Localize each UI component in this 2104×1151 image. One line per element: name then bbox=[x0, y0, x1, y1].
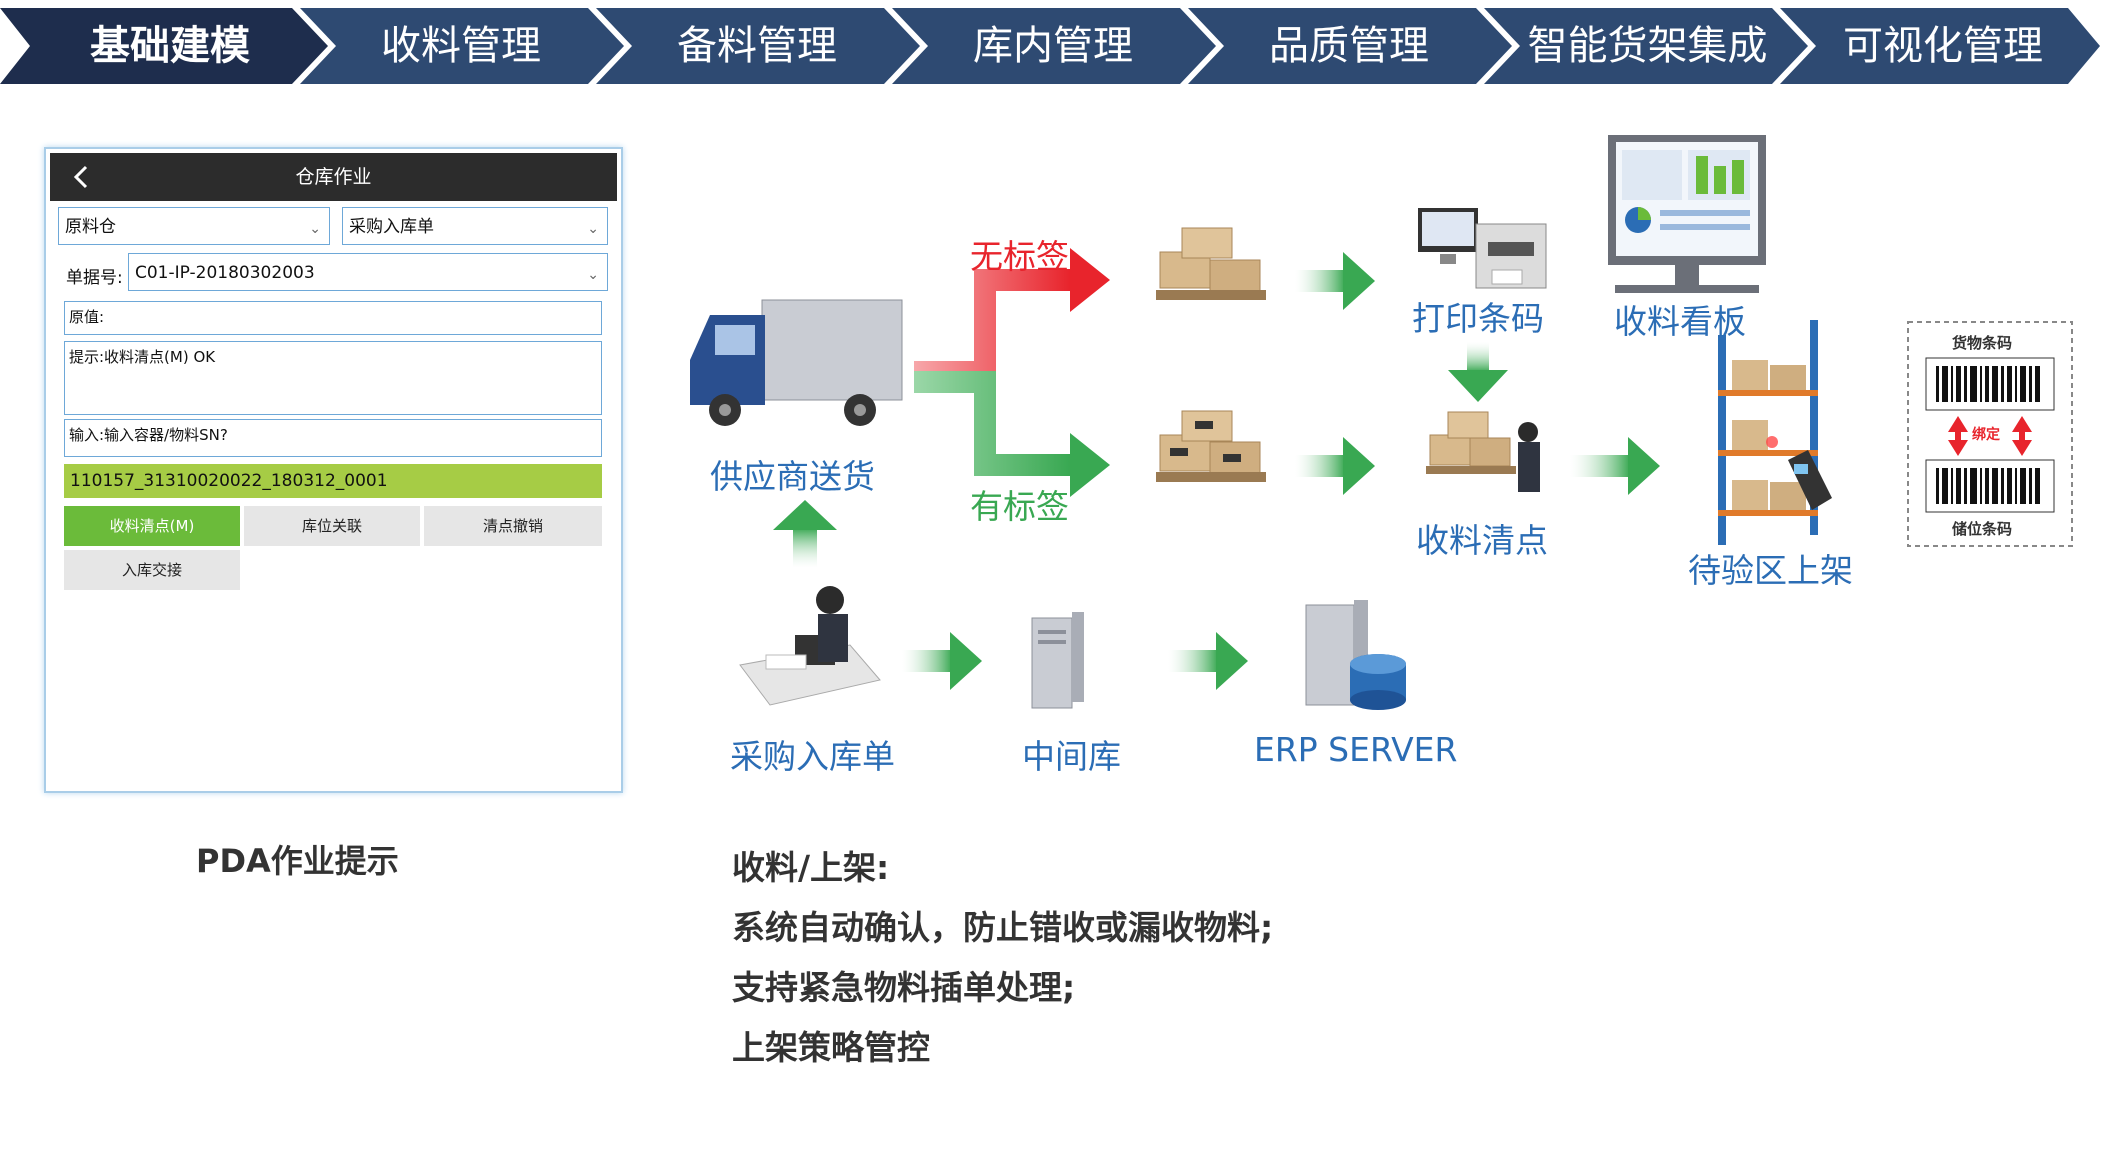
nav-step-visualization[interactable]: 可视化管理 bbox=[1843, 23, 2043, 69]
bind-label: 绑定 bbox=[1972, 427, 2000, 443]
chevron-down-icon: ⌄ bbox=[587, 267, 599, 283]
barcode-binding-card bbox=[1907, 321, 2073, 547]
nav-chevrons bbox=[0, 8, 2100, 84]
nav-step-bg-0 bbox=[0, 8, 328, 84]
nav-step-bg-3 bbox=[892, 8, 1216, 84]
count-undo-button[interactable]: 清点撤销 bbox=[424, 506, 602, 546]
hint-text-box: 提示:收料清点(M) OK bbox=[64, 341, 602, 415]
print-barcode-label: 打印条码 bbox=[1412, 299, 1544, 338]
supplier-delivery-label: 供应商送货 bbox=[710, 457, 875, 496]
arrow-order-to-supplier bbox=[773, 500, 837, 568]
receive-count-label: 收料清点 bbox=[1416, 521, 1548, 560]
doc-no-label: 单据号: bbox=[66, 268, 123, 288]
scan-result-bar: 110157_31310020022_180312_0001 bbox=[64, 464, 602, 498]
cartons-with-label-icon bbox=[1156, 410, 1266, 482]
arrow-to-print bbox=[1295, 252, 1375, 310]
receiving-description: 收料/上架: 系统自动确认，防止错收或漏收物料; 支持紧急物料插单处理; 上架策… bbox=[732, 838, 1273, 1078]
with-label-tag: 有标签 bbox=[970, 487, 1069, 526]
original-value-field[interactable]: 原值: bbox=[64, 301, 602, 335]
pda-caption: PDA作业提示 bbox=[196, 842, 399, 880]
process-nav-bar: 基础建模 收料管理 备料管理 库内管理 品质管理 智能货架集成 可视化管理 bbox=[0, 8, 2104, 84]
nav-step-bg-2 bbox=[596, 8, 920, 84]
description-line-2: 支持紧急物料插单处理; bbox=[732, 968, 1076, 1007]
flow-graphics bbox=[690, 135, 2073, 710]
receive-count-button[interactable]: 收料清点(M) bbox=[64, 506, 240, 546]
middle-db-server-icon bbox=[1031, 612, 1084, 709]
arrow-middle-to-erp bbox=[1168, 632, 1248, 690]
with-label-branch-arrow bbox=[914, 371, 1110, 497]
pda-screen: 仓库作业 原料仓 ⌄ 采购入库单 ⌄ 单据号: C01-IP-201803020… bbox=[44, 147, 623, 793]
warehouse-select-value: 原料仓 bbox=[65, 217, 116, 237]
chevron-down-icon: ⌄ bbox=[309, 221, 321, 237]
location-link-button[interactable]: 库位关联 bbox=[244, 506, 420, 546]
chevron-left-icon[interactable] bbox=[68, 163, 96, 191]
handover-button[interactable]: 入库交接 bbox=[64, 550, 240, 590]
doc-no-select[interactable]: C01-IP-20180302003 ⌄ bbox=[128, 253, 608, 291]
truck-icon bbox=[690, 299, 903, 426]
pending-shelf-label: 待验区上架 bbox=[1688, 551, 1853, 590]
warehouse-select[interactable]: 原料仓 ⌄ bbox=[58, 207, 330, 245]
doc-no-value: C01-IP-20180302003 bbox=[135, 263, 315, 283]
nav-step-smart-shelf[interactable]: 智能货架集成 bbox=[1527, 23, 1768, 69]
sn-input-label: 输入:输入容器/物料SN? bbox=[69, 426, 228, 444]
kanban-dashboard-icon bbox=[1608, 135, 1766, 293]
nav-step-bg-1 bbox=[300, 8, 624, 84]
cartons-no-label-icon bbox=[1156, 227, 1266, 300]
office-worker-icon bbox=[739, 586, 881, 706]
nav-step-quality[interactable]: 品质管理 bbox=[1269, 23, 1429, 69]
receive-board-label: 收料看板 bbox=[1614, 302, 1746, 341]
erp-server-label: ERP SERVER bbox=[1254, 730, 1458, 769]
nav-step-material-prep[interactable]: 备料管理 bbox=[677, 23, 837, 69]
goods-barcode-label: 货物条码 bbox=[1952, 334, 2013, 352]
no-label-tag: 无标签 bbox=[970, 237, 1069, 276]
receiving-flow-diagram: 无标签 有标签 供应商送货 打印条码 收料看板 收料清点 待验区上架 采购入库单… bbox=[670, 120, 2104, 820]
nav-step-bg-5 bbox=[1484, 8, 1808, 84]
arrow-order-to-middle bbox=[902, 632, 982, 690]
counting-worker-icon bbox=[1426, 411, 1540, 492]
erp-server-icon bbox=[1305, 600, 1406, 710]
description-line-3: 上架策略管控 bbox=[732, 1028, 930, 1067]
location-barcode-label: 储位条码 bbox=[1952, 520, 2013, 538]
original-value-label: 原值: bbox=[69, 308, 105, 326]
doc-type-select[interactable]: 采购入库单 ⌄ bbox=[342, 207, 608, 245]
storage-rack-icon bbox=[1718, 320, 1832, 545]
chevron-down-icon: ⌄ bbox=[587, 221, 599, 237]
pda-header: 仓库作业 bbox=[50, 153, 617, 201]
doc-type-select-value: 采购入库单 bbox=[349, 217, 434, 237]
description-title: 收料/上架: bbox=[732, 848, 890, 887]
middle-db-label: 中间库 bbox=[1022, 737, 1121, 776]
purchase-order-label: 采购入库单 bbox=[730, 737, 895, 776]
arrow-to-shelf bbox=[1570, 437, 1660, 495]
nav-step-receiving[interactable]: 收料管理 bbox=[381, 23, 541, 69]
nav-step-basic-modeling[interactable]: 基础建模 bbox=[90, 23, 250, 69]
hint-text: 提示:收料清点(M) OK bbox=[69, 348, 216, 366]
arrow-to-count bbox=[1295, 437, 1375, 495]
nav-step-bg-6 bbox=[1780, 8, 2100, 84]
pda-title: 仓库作业 bbox=[295, 166, 372, 188]
nav-step-bg-4 bbox=[1188, 8, 1512, 84]
arrow-print-to-count bbox=[1448, 342, 1508, 402]
sn-input-field[interactable]: 输入:输入容器/物料SN? bbox=[64, 419, 602, 457]
description-line-1: 系统自动确认，防止错收或漏收物料; bbox=[732, 908, 1274, 947]
nav-step-in-warehouse[interactable]: 库内管理 bbox=[973, 23, 1133, 69]
printer-icon bbox=[1418, 208, 1547, 289]
